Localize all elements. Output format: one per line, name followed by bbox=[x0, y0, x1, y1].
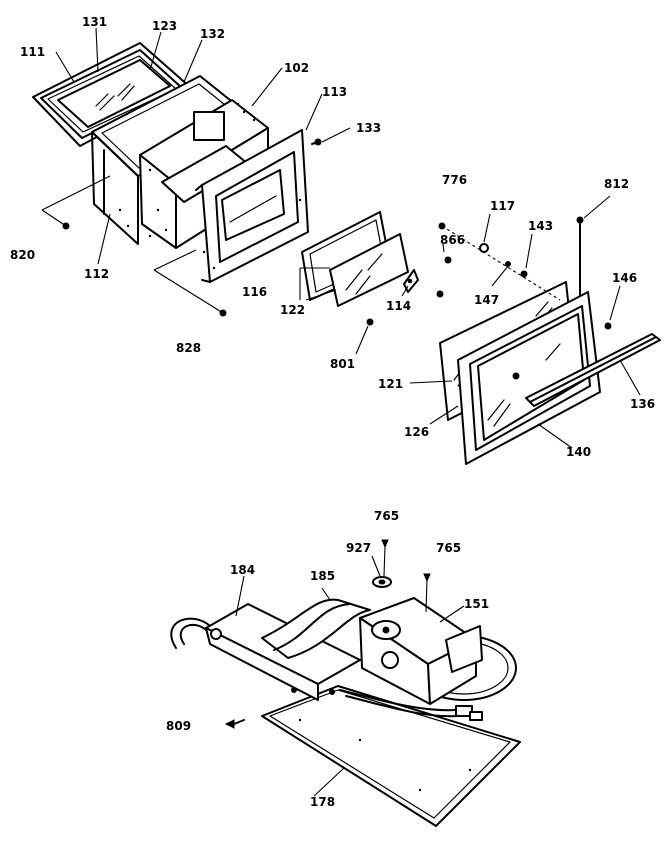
part-765-screw-b bbox=[423, 573, 431, 613]
part-828-screw bbox=[153, 249, 227, 317]
callout-765-right: 765 bbox=[436, 541, 461, 555]
callout-776: 776 bbox=[442, 173, 467, 187]
wire-harness bbox=[339, 689, 483, 721]
part-136-handle bbox=[512, 333, 661, 407]
part-131-glass-pane bbox=[57, 59, 171, 128]
leader-lines bbox=[55, 27, 641, 797]
callout-131: 131 bbox=[82, 15, 107, 29]
callout-151: 151 bbox=[464, 597, 489, 611]
callout-113: 113 bbox=[322, 85, 347, 99]
callout-133: 133 bbox=[356, 121, 381, 135]
callout-184: 184 bbox=[230, 563, 255, 577]
callout-116: 116 bbox=[242, 285, 267, 299]
callout-140: 140 bbox=[566, 445, 591, 459]
callout-765-top: 765 bbox=[374, 509, 399, 523]
callout-866: 866 bbox=[440, 233, 465, 247]
callout-927: 927 bbox=[346, 541, 371, 555]
callout-801: 801 bbox=[330, 357, 355, 371]
callout-122: 122 bbox=[280, 303, 305, 317]
callout-828: 828 bbox=[176, 341, 201, 355]
callout-labels: 111 131 123 132 102 113 133 820 112 828 … bbox=[10, 15, 655, 809]
part-151-motor bbox=[359, 597, 483, 705]
part-927-washer bbox=[372, 576, 392, 588]
part-140-door-frame bbox=[457, 291, 601, 465]
window-bracket-assembly bbox=[299, 211, 419, 326]
door-panel-assembly bbox=[32, 42, 322, 317]
part-102-insulation-panel bbox=[139, 99, 269, 249]
callout-111: 111 bbox=[20, 45, 45, 59]
callout-812: 812 bbox=[604, 177, 629, 191]
part-113-door-liner bbox=[195, 129, 309, 283]
callout-123: 123 bbox=[152, 19, 177, 33]
part-809-screw bbox=[224, 719, 245, 729]
callout-178: 178 bbox=[310, 795, 335, 809]
latch-motor-assembly bbox=[170, 539, 521, 827]
callout-114: 114 bbox=[386, 299, 411, 313]
insulation-texture bbox=[118, 102, 302, 270]
part-133-screw bbox=[311, 138, 322, 146]
callout-117: 117 bbox=[490, 199, 515, 213]
part-765-screw-a bbox=[381, 539, 389, 577]
callout-143: 143 bbox=[528, 219, 553, 233]
callout-185: 185 bbox=[310, 569, 335, 583]
callout-121: 121 bbox=[378, 377, 403, 391]
callout-112: 112 bbox=[84, 267, 109, 281]
callout-102: 102 bbox=[284, 61, 309, 75]
callout-809: 809 bbox=[166, 719, 191, 733]
fastener-chain bbox=[436, 216, 612, 330]
part-185-link-arm bbox=[261, 598, 371, 659]
callout-136: 136 bbox=[630, 397, 655, 411]
callout-132: 132 bbox=[200, 27, 225, 41]
callout-126: 126 bbox=[404, 425, 429, 439]
part-820-screw bbox=[41, 175, 111, 230]
outer-door-assembly bbox=[436, 216, 661, 465]
callout-820: 820 bbox=[10, 248, 35, 262]
callout-147: 147 bbox=[474, 293, 499, 307]
callout-146: 146 bbox=[612, 271, 637, 285]
